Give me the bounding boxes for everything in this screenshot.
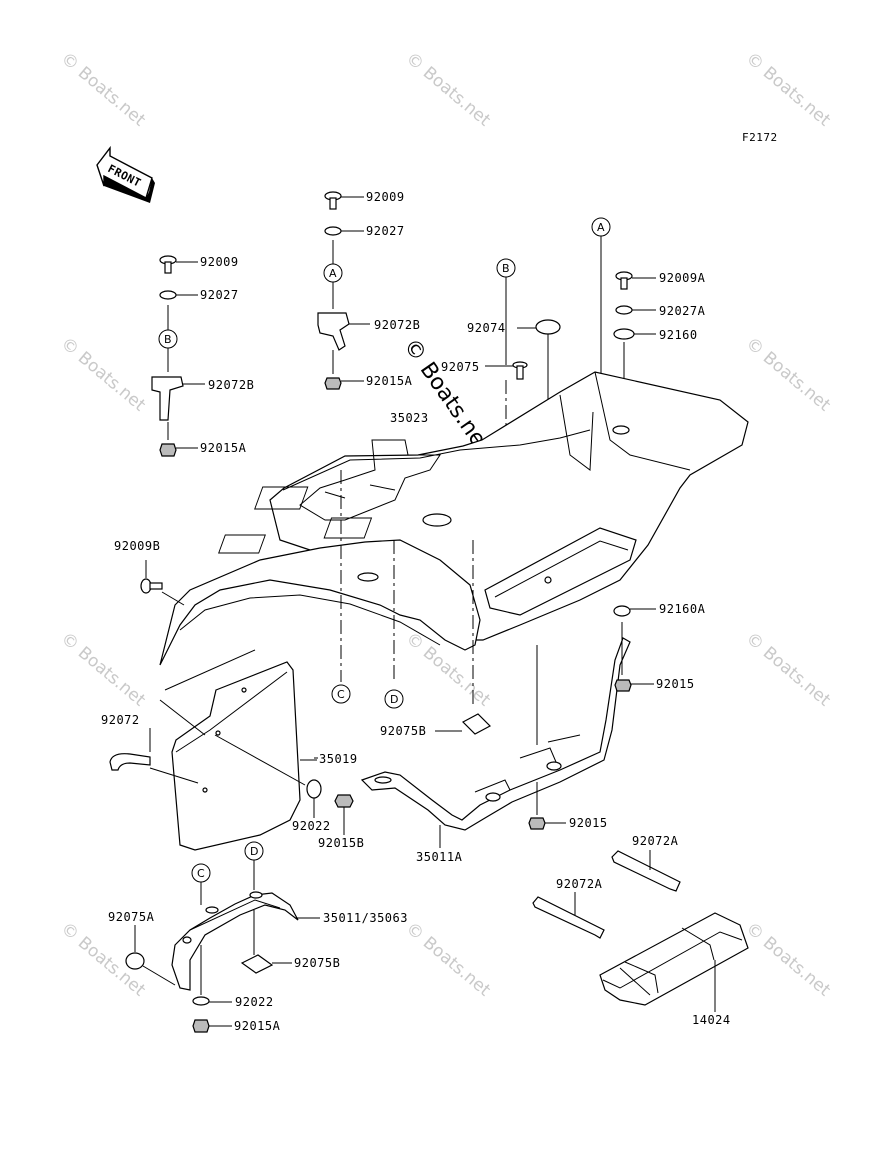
part-label: 92009A bbox=[659, 271, 706, 285]
watermark: © Boats.net bbox=[742, 49, 835, 131]
watermark: © Boats.net bbox=[57, 49, 150, 131]
figure-code: F2172 bbox=[742, 131, 778, 144]
mud-flap bbox=[159, 649, 318, 851]
plug-92075a bbox=[125, 952, 145, 970]
part-label: 14024 bbox=[692, 1013, 731, 1027]
watermark: © Boats.net bbox=[742, 919, 835, 1001]
part-label: 92072B bbox=[208, 378, 254, 392]
part-label: 92027A bbox=[659, 304, 706, 318]
nut-92015-lower bbox=[528, 817, 546, 830]
nut-92015b bbox=[334, 794, 354, 808]
nut-92015 bbox=[614, 679, 632, 692]
part-label: 92072 bbox=[101, 713, 140, 727]
part-label: 92022 bbox=[235, 995, 274, 1009]
callout-b: B bbox=[164, 333, 172, 346]
seat-14024 bbox=[599, 912, 749, 1012]
part-label: 92022 bbox=[292, 819, 331, 833]
callout-b: B bbox=[502, 262, 510, 275]
clip-92072 bbox=[109, 728, 199, 784]
part-label: 35023 bbox=[390, 411, 429, 425]
callout-a: A bbox=[329, 267, 337, 280]
part-label: 92160A bbox=[659, 602, 706, 616]
watermark: © Boats.net bbox=[57, 629, 150, 711]
part-label: 92015A bbox=[366, 374, 413, 388]
bracket-35011-35063: C D bbox=[125, 841, 320, 1033]
watermark: © Boats.net bbox=[742, 334, 835, 416]
part-label: 92072A bbox=[632, 834, 679, 848]
part-label: 92015 bbox=[569, 816, 608, 830]
callout-d: D bbox=[250, 845, 258, 858]
part-label: 92015A bbox=[200, 441, 247, 455]
washer-92022 bbox=[306, 779, 322, 799]
watermark: © Boats.net bbox=[742, 629, 835, 711]
part-label: 92027 bbox=[200, 288, 239, 302]
watermark: © Boats.net bbox=[402, 49, 495, 131]
callout-c: C bbox=[337, 688, 345, 701]
grommet-92160a bbox=[613, 605, 631, 617]
part-label: 92027 bbox=[366, 224, 405, 238]
callout-a: A bbox=[597, 221, 605, 234]
part-label: 92074 bbox=[467, 321, 506, 335]
part-label: 35011/35063 bbox=[323, 911, 408, 925]
part-label: 92015 bbox=[656, 677, 695, 691]
strap-92072a-bottom bbox=[532, 892, 605, 939]
part-label: 92009 bbox=[366, 190, 405, 204]
front-arrow-icon: FRONT bbox=[96, 145, 155, 203]
part-label: 35019 bbox=[319, 752, 358, 766]
part-label: 92160 bbox=[659, 328, 698, 342]
strap-92072a-top bbox=[611, 850, 681, 892]
callout-d: D bbox=[390, 693, 398, 706]
watermark: © Boats.net bbox=[402, 919, 495, 1001]
part-labels: 92009 92027 92072B 92015A 92009 92027 92… bbox=[101, 190, 731, 1033]
part-label: 92015A bbox=[234, 1019, 281, 1033]
part-label: 92009 bbox=[200, 255, 239, 269]
mid-hardware-stack: A bbox=[317, 191, 370, 390]
part-label: 92072B bbox=[374, 318, 420, 332]
part-label: 92075B bbox=[380, 724, 426, 738]
part-label: 92075B bbox=[294, 956, 340, 970]
pad-92075b bbox=[435, 540, 491, 735]
bolt-92009b bbox=[140, 560, 185, 606]
part-label: 92009B bbox=[114, 539, 160, 553]
part-label: 92075A bbox=[108, 910, 155, 924]
part-label: 92075 bbox=[441, 360, 480, 374]
watermark: © Boats.net bbox=[57, 334, 150, 416]
part-label: 92015B bbox=[318, 836, 364, 850]
left-hardware-stack: B bbox=[151, 255, 205, 457]
rear-fender bbox=[159, 371, 749, 666]
frame-35011a bbox=[360, 637, 631, 848]
part-label: 92072A bbox=[556, 877, 603, 891]
part-label: 35011A bbox=[416, 850, 463, 864]
callout-c: C bbox=[197, 867, 205, 880]
